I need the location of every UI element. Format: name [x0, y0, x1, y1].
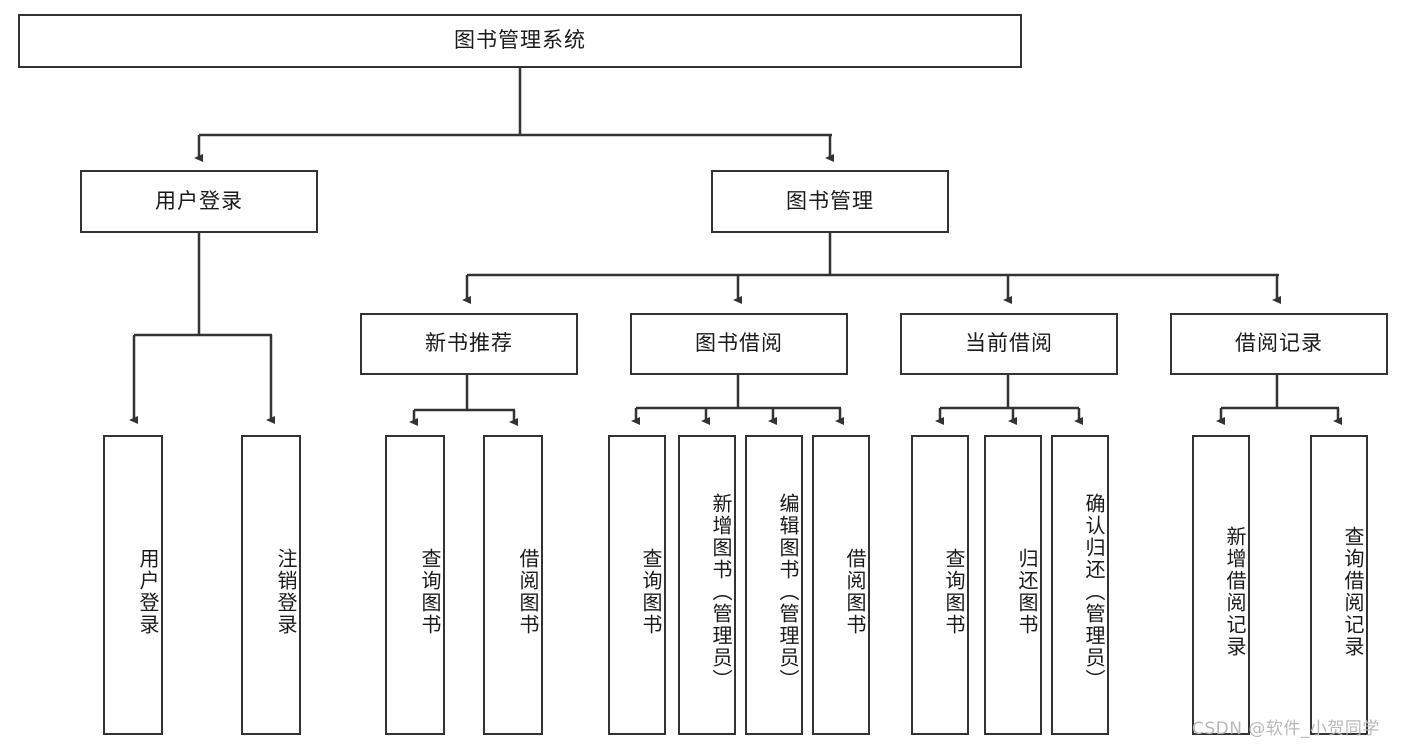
leaf-query-borrow-record[interactable]: 查询借阅记录 — [1310, 435, 1368, 735]
leaf-add-book-admin[interactable]: 新增图书（管理员） — [678, 435, 736, 735]
leaf-user-login[interactable]: 用户登录 — [103, 435, 163, 735]
leaf-confirm-return-admin[interactable]: 确认归还（管理员） — [1051, 435, 1109, 735]
csdn-watermark: CSDN @软件_小贺同学 — [1192, 719, 1380, 739]
node-root-label: 图书管理系统 — [454, 28, 586, 53]
leaf-borrow-book[interactable]: 借阅图书 — [812, 435, 870, 735]
node-new-book-recommend[interactable]: 新书推荐 — [360, 313, 578, 375]
leaf-query-book-borrow[interactable]: 查询图书 — [608, 435, 666, 735]
node-book-management[interactable]: 图书管理 — [711, 170, 949, 233]
leaf-logout[interactable]: 注销登录 — [241, 435, 301, 735]
node-borrow-records-label: 借阅记录 — [1235, 331, 1323, 356]
leaf-label: 确认归还（管理员） — [1082, 493, 1106, 691]
node-user-login-label: 用户登录 — [155, 188, 243, 213]
leaf-query-book-recommend[interactable]: 查询图书 — [385, 435, 445, 735]
node-user-login[interactable]: 用户登录 — [80, 170, 318, 233]
leaf-query-book-current[interactable]: 查询图书 — [911, 435, 969, 735]
leaf-add-borrow-record[interactable]: 新增借阅记录 — [1192, 435, 1250, 735]
leaf-label: 查询图书 — [942, 548, 966, 636]
leaf-label: 注销登录 — [274, 548, 298, 636]
leaf-label: 归还图书 — [1015, 548, 1039, 636]
node-book-management-label: 图书管理 — [786, 188, 874, 213]
leaf-label: 新增借阅记录 — [1223, 526, 1247, 658]
node-current-borrow[interactable]: 当前借阅 — [900, 313, 1118, 375]
node-root[interactable]: 图书管理系统 — [18, 14, 1022, 68]
node-book-borrow[interactable]: 图书借阅 — [630, 313, 848, 375]
leaf-return-book[interactable]: 归还图书 — [984, 435, 1042, 735]
leaf-label: 借阅图书 — [843, 548, 867, 636]
node-book-borrow-label: 图书借阅 — [695, 331, 783, 356]
node-new-book-recommend-label: 新书推荐 — [425, 331, 513, 356]
leaf-label: 查询图书 — [639, 548, 663, 636]
leaf-label: 编辑图书（管理员） — [776, 493, 800, 691]
leaf-label: 借阅图书 — [516, 548, 540, 636]
leaf-label: 查询图书 — [418, 548, 442, 636]
leaf-edit-book-admin[interactable]: 编辑图书（管理员） — [745, 435, 803, 735]
leaf-label: 用户登录 — [136, 548, 160, 636]
node-current-borrow-label: 当前借阅 — [965, 331, 1053, 356]
leaf-borrow-book-recommend[interactable]: 借阅图书 — [483, 435, 543, 735]
node-borrow-records[interactable]: 借阅记录 — [1170, 313, 1388, 375]
leaf-label: 查询借阅记录 — [1341, 526, 1365, 658]
leaf-label: 新增图书（管理员） — [709, 493, 733, 691]
